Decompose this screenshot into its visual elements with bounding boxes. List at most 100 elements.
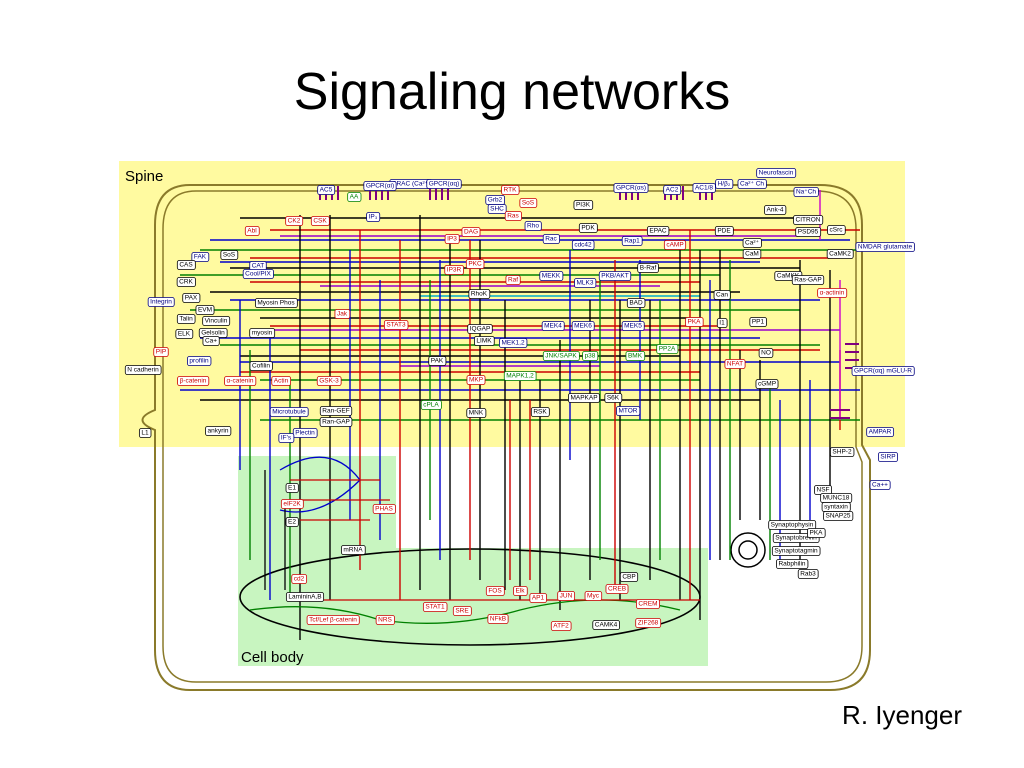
node-e2: E2 <box>285 517 299 527</box>
node-box <box>319 406 353 416</box>
node-box <box>791 275 825 285</box>
node-box <box>366 212 381 222</box>
node-pip2: PIP <box>153 347 169 357</box>
node-label: CaM <box>745 251 759 258</box>
node-box <box>187 356 212 366</box>
node-box <box>713 290 731 300</box>
node-box <box>866 427 895 437</box>
node-label: MAPKAP <box>570 395 597 402</box>
node-label: CRK <box>179 279 193 286</box>
node-na-ch: Na⁺Ch <box>793 187 819 197</box>
node-box <box>568 393 600 403</box>
node-label: STAT3 <box>386 322 406 329</box>
node-mapkap: MAPKAP <box>568 393 600 403</box>
node-pp2a: PP2A <box>656 344 679 354</box>
node-elk1: Elk <box>513 586 528 596</box>
node-label: CAT <box>252 263 265 270</box>
node-syntaxin: syntaxin <box>821 502 851 512</box>
node-box <box>605 584 629 594</box>
node-box <box>202 316 231 326</box>
node-box <box>826 249 854 259</box>
node-rhok: RhoK <box>468 289 491 299</box>
node-label: PP1 <box>752 319 765 326</box>
node-label: PAK <box>431 358 444 365</box>
node-pka: PKA <box>685 317 704 327</box>
node-label: β-catenin <box>180 378 207 385</box>
node-box <box>578 223 598 233</box>
node-label: PHAS <box>375 506 393 513</box>
node-label: FAK <box>194 254 207 261</box>
node-pde: PDE <box>714 226 734 236</box>
node-label: Synaptophysin <box>771 522 814 529</box>
node-box <box>714 226 734 236</box>
node-label: I1 <box>719 320 725 327</box>
node-label: CAMK4 <box>595 622 618 629</box>
node-gpcr-aq: GPCR(αq) <box>426 179 462 189</box>
node-alpha-actinin: α-actinin <box>817 288 848 298</box>
node-box <box>347 192 362 202</box>
node-label: EPAC <box>649 228 667 235</box>
node-ck2: CK2 <box>285 216 304 226</box>
node-neurofascin: Neurofascin <box>756 168 797 178</box>
node-box <box>452 606 472 616</box>
node-box <box>176 277 196 287</box>
spine-region <box>119 161 905 447</box>
node-pkb-akt: PKB/AKT <box>598 271 632 281</box>
node-h-b2: H/β₂ <box>715 179 734 189</box>
node-b-raf: B-Raf <box>637 263 659 273</box>
node-label: Cool/PIX <box>245 271 271 278</box>
node-shc: SHC <box>487 204 507 214</box>
node-label: Cofilin <box>252 363 270 370</box>
node-label: Actin <box>274 378 289 385</box>
node-box <box>444 265 464 275</box>
node-label: SHP-2 <box>832 449 852 456</box>
node-label: Synaptobrevin <box>775 535 817 542</box>
node-box <box>793 215 824 225</box>
node-box <box>749 317 767 327</box>
node-box <box>306 615 360 625</box>
node-box <box>636 599 660 609</box>
node-box <box>582 351 599 361</box>
node-box <box>663 240 687 250</box>
pathway-lines <box>180 190 860 640</box>
node-box <box>619 572 639 582</box>
node-label: Talin <box>179 316 193 323</box>
node-ac5: AC5 <box>317 185 336 195</box>
node-box <box>724 359 746 369</box>
node-label: NO <box>761 350 771 357</box>
node-label: NMDAR glutamate <box>858 244 913 251</box>
node-box <box>195 305 215 315</box>
node-label: MEK6 <box>574 323 592 330</box>
node-box <box>487 204 507 214</box>
node-src: SRE <box>452 606 472 616</box>
node-mtor: MTOR <box>616 406 641 416</box>
node-rsk: RSK <box>530 407 550 417</box>
node-box <box>504 211 522 221</box>
node-evm: EVM <box>195 305 215 315</box>
node-box <box>503 371 537 381</box>
node-label: cAMP <box>666 242 683 249</box>
node-label: EVM <box>198 307 212 314</box>
node-plectin: Plectin <box>292 428 318 438</box>
node-label: PP2A <box>659 346 676 353</box>
node-label: IP3 <box>447 236 457 243</box>
node-jak: Jak <box>334 309 351 319</box>
node-box <box>363 181 397 191</box>
node-label: syntaxin <box>824 504 848 511</box>
node-label: PDE <box>717 228 731 235</box>
node-epac: EPAC <box>646 226 670 236</box>
node-label: LamininA,B <box>288 594 321 601</box>
node-label: MEK5 <box>624 323 642 330</box>
node-ankyrin: ankyrin <box>205 426 232 436</box>
node-box <box>176 260 196 270</box>
node-mkp: MKP <box>466 375 486 385</box>
node-box <box>465 259 485 269</box>
node-label: Ca+ <box>205 338 217 345</box>
node-box <box>428 356 447 366</box>
node-box <box>249 328 276 338</box>
node-pi3k: PI3K <box>573 200 594 210</box>
node-box <box>758 348 774 358</box>
node-label: cGMP <box>758 381 776 388</box>
node-box <box>242 269 274 279</box>
node-label: MEK4 <box>544 323 562 330</box>
